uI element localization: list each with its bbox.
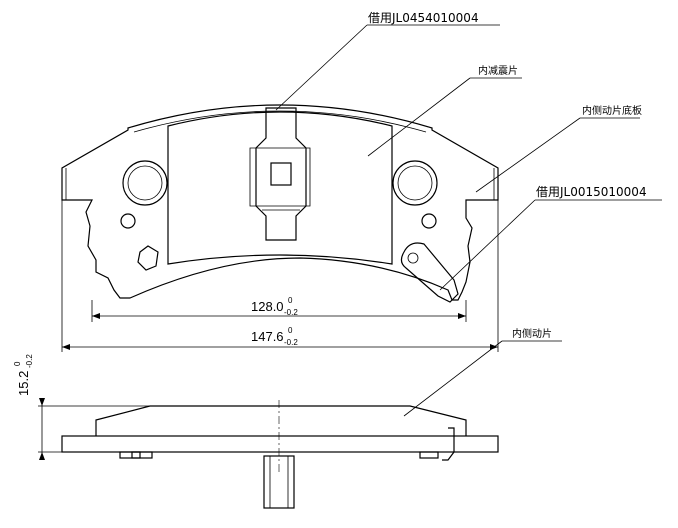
side-backplate xyxy=(61,435,499,453)
dim-thickness-upper: 0 xyxy=(13,361,22,366)
dimension-inner-width xyxy=(91,300,467,322)
mounting-hole-left-inner xyxy=(127,165,163,201)
label-inner-pad: 内侧动片 xyxy=(512,327,552,340)
label-ref-part-top: 借用JL0454010004 xyxy=(368,11,479,25)
dimension-outer-width xyxy=(61,200,499,352)
dim-inner-width-value: 128.0 xyxy=(251,299,284,314)
leaders xyxy=(275,24,662,417)
mounting-hole-right-inner xyxy=(397,165,433,201)
label-ref-part-right: 借用JL0015010004 xyxy=(536,185,647,199)
mounting-hole-right xyxy=(392,160,438,206)
dim-outer-width-upper: 0 xyxy=(288,326,293,335)
label-inner-backplate: 内侧动片底板 xyxy=(582,104,642,117)
backplate-step xyxy=(65,110,495,200)
spring-clip xyxy=(249,107,311,241)
small-hole-right xyxy=(421,213,437,229)
side-pin xyxy=(263,455,295,509)
mounting-hole-left xyxy=(122,160,168,206)
front-view xyxy=(61,104,499,352)
dim-inner-width-upper: 0 xyxy=(288,296,293,305)
teardrop-left xyxy=(137,245,159,271)
backplate-outline xyxy=(61,104,499,301)
dim-thickness-value: 15.2 xyxy=(16,371,31,396)
side-sensor-wire xyxy=(442,427,455,461)
dim-thickness-lower: -0.2 xyxy=(25,354,34,368)
wear-sensor-clip xyxy=(400,242,459,303)
dim-outer-width-lower: -0.2 xyxy=(284,338,298,347)
side-friction xyxy=(95,405,467,436)
dim-thickness-label: 15.2 0 -0.2 xyxy=(13,354,34,396)
dim-outer-width-value: 147.6 xyxy=(251,329,284,344)
friction-pad xyxy=(167,111,393,265)
dim-outer-width-label: 147.6 0 -0.2 xyxy=(251,326,298,347)
small-hole-left xyxy=(120,213,136,229)
side-view xyxy=(38,398,499,509)
label-inner-damping-shim: 内减震片 xyxy=(478,64,518,77)
dim-inner-width-label: 128.0 0 -0.2 xyxy=(251,296,298,317)
dim-inner-width-lower: -0.2 xyxy=(284,308,298,317)
